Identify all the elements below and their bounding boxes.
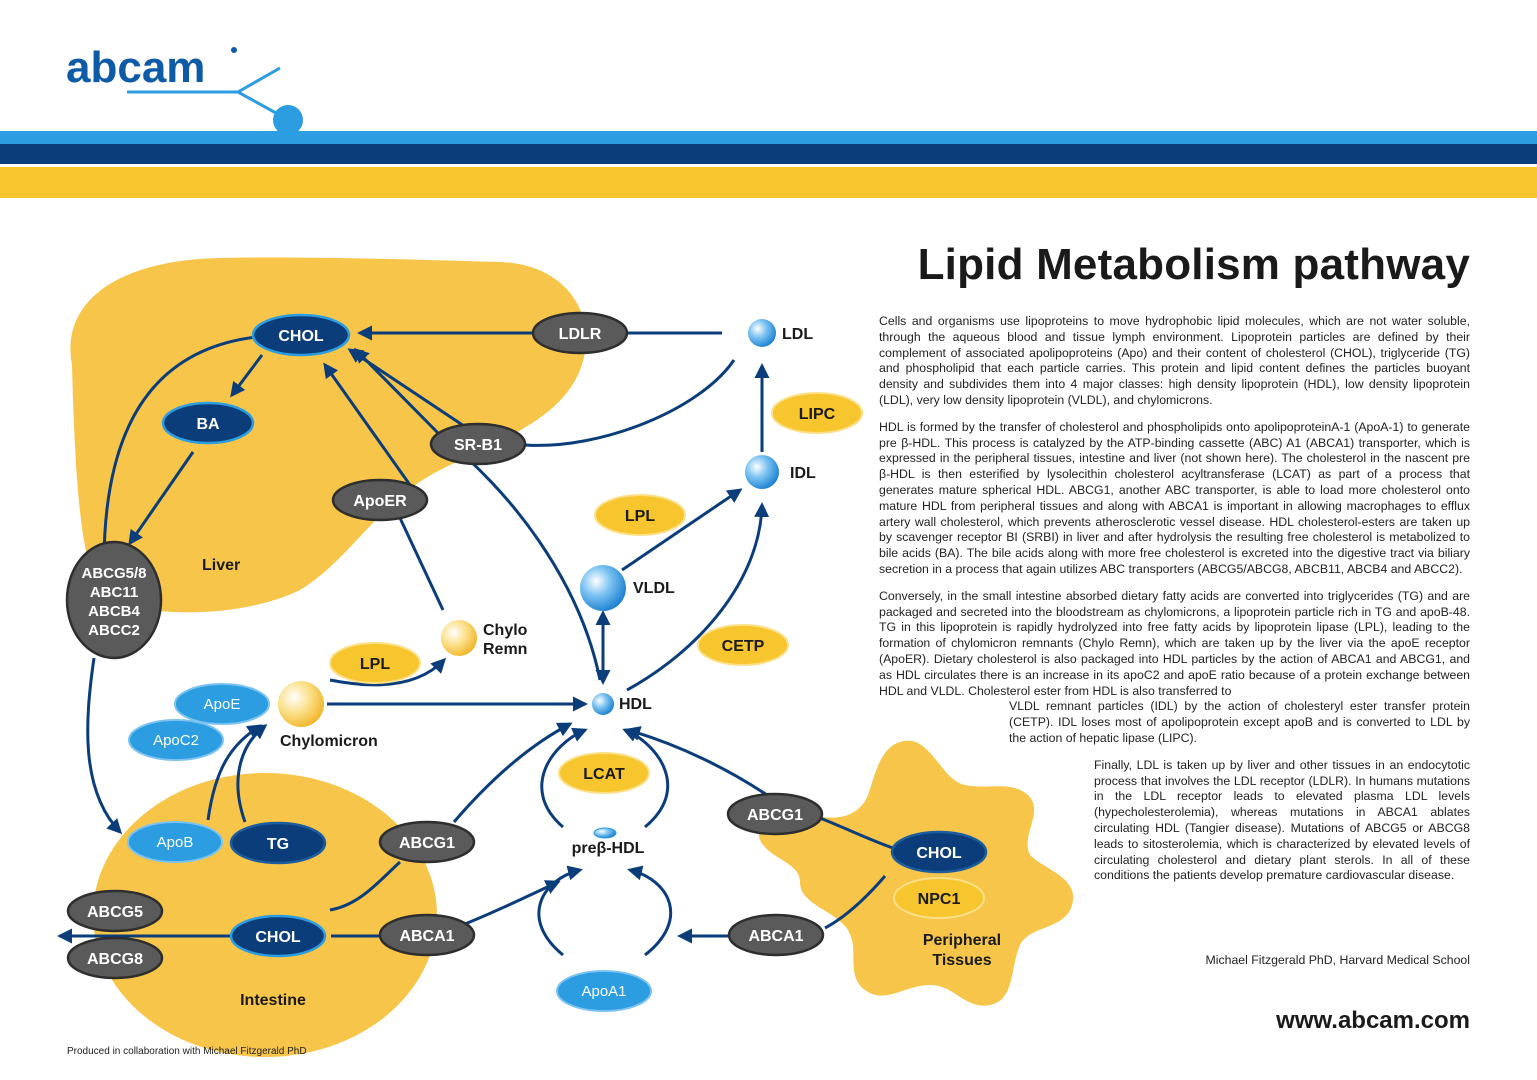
description-paragraph-2: HDL is formed by the transfer of cholest… — [879, 419, 1470, 576]
node-apob-label: ApoB — [157, 834, 194, 851]
node-chol-int-label: CHOL — [255, 929, 301, 946]
node-apoc2-label: ApoC2 — [153, 732, 199, 749]
node-abca1-right-label: ABCA1 — [748, 928, 803, 945]
description: Cells and organisms use lipoproteins to … — [879, 314, 1470, 895]
description-paragraph-3: Conversely, in the small intestine absor… — [879, 588, 1470, 698]
node-sr-b1-label: SR-B1 — [454, 437, 502, 454]
node-idl[interactable]: IDL — [745, 455, 816, 489]
region-label-liver: Liver — [202, 557, 240, 574]
node-npc1[interactable]: NPC1 — [893, 877, 985, 919]
node-prebeta-hdl-label: preβ-HDL — [572, 840, 645, 857]
abcam-logo[interactable]: abcam — [66, 43, 303, 135]
node-abca1-left-label: ABCA1 — [399, 928, 454, 945]
node-abcg1-left-label: ABCG1 — [399, 835, 455, 852]
node-chylomicron[interactable]: Chylomicron — [278, 681, 378, 750]
node-abcg5[interactable]: ABCG5 — [66, 889, 164, 933]
node-abcg8[interactable]: ABCG8 — [66, 936, 164, 980]
description-paragraph-5: Finally, LDL is taken up by liver and ot… — [1094, 757, 1470, 883]
node-abcg58-label-2: ABC11 — [90, 584, 138, 601]
liver-region — [70, 257, 587, 613]
footer-credit: Produced in collaboration with Michael F… — [67, 1046, 307, 1057]
logo-text: abcam — [66, 43, 205, 92]
node-abca1-left[interactable]: ABCA1 — [378, 913, 476, 957]
node-lpl-top-label: LPL — [625, 508, 655, 525]
node-apoc2[interactable]: ApoC2 — [128, 719, 224, 761]
node-hdl-label: HDL — [619, 696, 652, 713]
node-chol-liver-label: CHOL — [278, 328, 324, 345]
peripheral-tissue-region — [758, 740, 1074, 1006]
node-tg[interactable]: TG — [229, 821, 327, 865]
description-paragraph-4: VLDL remnant particles (IDL) by the acti… — [1009, 699, 1470, 745]
node-lipc-label: LIPC — [799, 406, 836, 423]
page-title: Lipid Metabolism pathway — [917, 240, 1470, 289]
node-sr-b1[interactable]: SR-B1 — [429, 422, 527, 466]
node-abcg5-label: ABCG5 — [87, 904, 143, 921]
node-abcg1-left[interactable]: ABCG1 — [378, 820, 476, 864]
description-paragraph-1: Cells and organisms use lipoproteins to … — [879, 314, 1470, 407]
node-chylo-remn[interactable]: Chylo Remn — [441, 620, 528, 658]
node-ldlr[interactable]: LDLR — [531, 311, 629, 355]
node-hdl[interactable]: HDL — [592, 693, 652, 715]
node-chol-periph-label: CHOL — [916, 845, 962, 862]
node-apoe-label: ApoE — [204, 696, 241, 713]
node-vldl[interactable]: VLDL — [580, 565, 675, 611]
node-abcg58-label-1: ABCG5/8 — [81, 565, 146, 582]
node-ba-label: BA — [196, 416, 220, 433]
node-ldlr-label: LDLR — [559, 326, 602, 343]
region-label-peripheral-2: Tissues — [932, 952, 991, 969]
node-ldl[interactable]: LDL — [748, 319, 813, 347]
node-apob[interactable]: ApoB — [127, 821, 223, 863]
node-lipc[interactable]: LIPC — [771, 392, 863, 434]
node-chylomicron-label: Chylomicron — [280, 733, 378, 750]
node-tg-label: TG — [267, 836, 289, 853]
node-vldl-label: VLDL — [633, 580, 675, 597]
node-ldl-label: LDL — [782, 326, 813, 343]
author-credit: Michael Fitzgerald PhD, Harvard Medical … — [1205, 953, 1471, 967]
node-ba[interactable]: BA — [161, 401, 255, 445]
node-cetp-label: CETP — [722, 638, 765, 655]
node-apoa1[interactable]: ApoA1 — [556, 970, 652, 1012]
node-prebeta-hdl[interactable]: preβ-HDL — [572, 827, 645, 857]
region-label-peripheral-1: Peripheral — [923, 932, 1001, 949]
pathway-arrows — [57, 333, 894, 957]
logo-dot-icon — [273, 105, 303, 135]
node-chylo-remn-label-2: Remn — [483, 641, 527, 658]
region-label-intestine: Intestine — [240, 992, 306, 1009]
node-apoa1-label: ApoA1 — [581, 983, 626, 1000]
node-idl-label: IDL — [790, 465, 816, 482]
node-lcat[interactable]: LCAT — [558, 752, 650, 794]
node-lpl-mid-label: LPL — [360, 656, 390, 673]
node-cetp[interactable]: CETP — [697, 624, 789, 666]
node-apoer-label: ApoER — [353, 493, 407, 510]
node-chol-liver[interactable]: CHOL — [251, 313, 351, 357]
node-chol-periph[interactable]: CHOL — [890, 830, 988, 874]
node-lpl-mid[interactable]: LPL — [329, 642, 421, 684]
node-abcg1-right-label: ABCG1 — [747, 807, 803, 824]
node-abca1-right[interactable]: ABCA1 — [727, 913, 825, 957]
node-apoer[interactable]: ApoER — [331, 478, 429, 522]
website-link[interactable]: www.abcam.com — [1276, 1007, 1470, 1034]
node-apoe[interactable]: ApoE — [174, 683, 270, 725]
node-abcg58-label-4: ABCC2 — [88, 622, 140, 639]
node-lcat-label: LCAT — [583, 766, 625, 783]
node-chylo-remn-label-1: Chylo — [483, 622, 528, 639]
header-banner — [0, 131, 1537, 198]
node-abcg58-label-3: ABCB4 — [88, 603, 140, 620]
node-chol-int[interactable]: CHOL — [229, 914, 327, 958]
node-abcg8-label: ABCG8 — [87, 951, 143, 968]
node-abcg1-right[interactable]: ABCG1 — [726, 792, 824, 836]
node-abcg58-transporters[interactable]: ABCG5/8 ABC11 ABCB4 ABCC2 — [65, 540, 163, 660]
node-npc1-label: NPC1 — [918, 891, 961, 908]
node-lpl-top[interactable]: LPL — [594, 494, 686, 536]
